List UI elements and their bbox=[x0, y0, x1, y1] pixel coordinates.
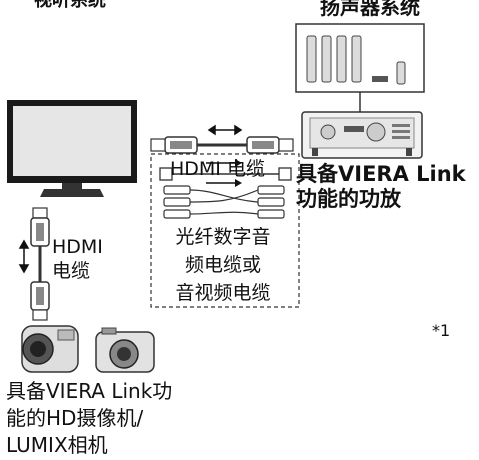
hdmi-cable-left-line2: 电缆 bbox=[52, 260, 91, 282]
hdmi-cable-left-label: HDMI 电缆 bbox=[52, 235, 103, 283]
camera-label-line2: 能的HD摄像机/ bbox=[6, 406, 144, 430]
optical-cable-line1: 光纤数字音 bbox=[175, 226, 271, 248]
camera-label: 具备VIERA Link功 能的HD摄像机/ LUMIX相机 bbox=[6, 378, 172, 459]
camera-label-line3: LUMIX相机 bbox=[6, 433, 108, 457]
hdmi-cable-left-line1: HDMI bbox=[52, 236, 103, 258]
amplifier-label: 具备VIERA Link 功能的功放 bbox=[296, 162, 466, 212]
speaker-system-label: 扬声器系统 bbox=[320, 0, 420, 19]
optical-cable-line2: 频电缆或 bbox=[184, 254, 261, 276]
optical-cable-icon bbox=[159, 159, 292, 181]
hdmi-cable-icon bbox=[150, 136, 294, 154]
camcorder-icon bbox=[21, 325, 79, 373]
optical-av-group bbox=[150, 153, 300, 308]
hdmi-cable-left-icon bbox=[30, 207, 50, 321]
optical-cable-line3: 音视频电缆 bbox=[175, 282, 271, 304]
footnote-marker: *1 bbox=[432, 321, 451, 340]
av-system-label: 视听系统 bbox=[34, 0, 106, 11]
double-arrow-icon bbox=[207, 124, 243, 136]
hdmi-cable-label: HDMI 电缆 bbox=[170, 158, 265, 180]
av-cable-icon bbox=[163, 179, 285, 219]
optical-cable-label: 光纤数字音 频电缆或 音视频电缆 bbox=[152, 223, 294, 307]
double-arrow-vertical-icon bbox=[18, 239, 30, 274]
camera-label-line1: 具备VIERA Link功 bbox=[6, 379, 173, 403]
amplifier-label-line2: 功能的功放 bbox=[296, 187, 401, 211]
amplifier-icon bbox=[301, 111, 423, 159]
tv-icon bbox=[7, 100, 137, 197]
amplifier-label-line1: 具备VIERA Link bbox=[296, 162, 466, 186]
speaker-system-icon bbox=[295, 23, 425, 93]
camera-icon bbox=[95, 327, 155, 373]
